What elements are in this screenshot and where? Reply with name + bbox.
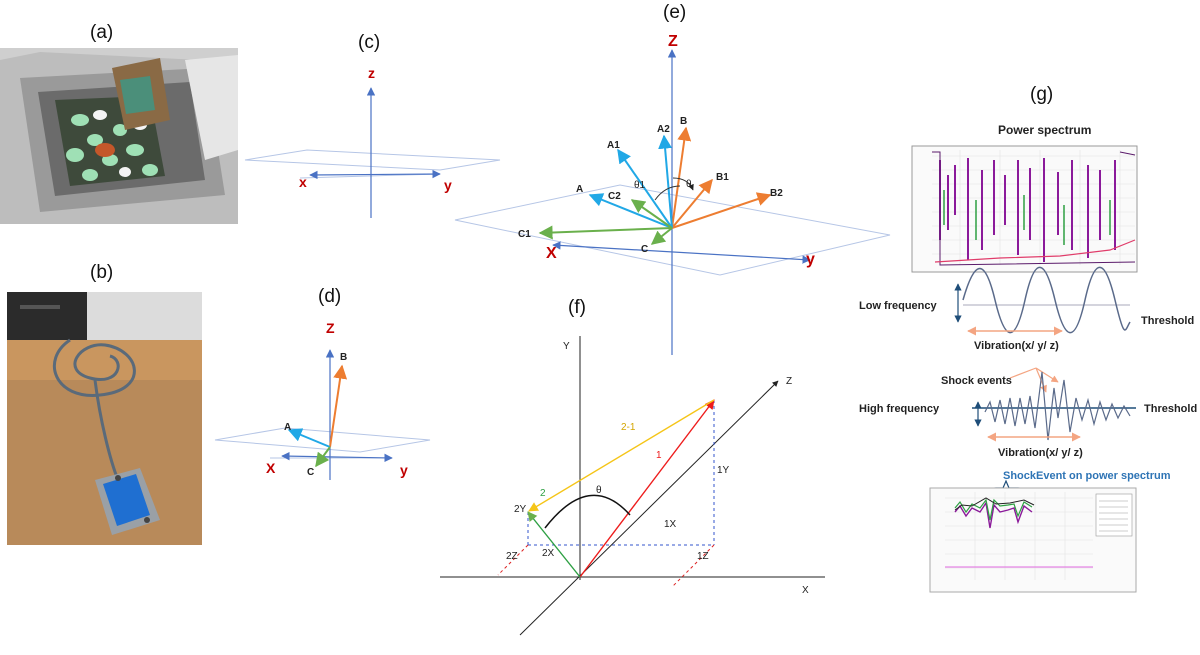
c-z-label: z <box>368 65 375 81</box>
e-theta-arc <box>672 177 694 191</box>
panel-d-axes <box>214 349 431 480</box>
e-vector-b <box>671 126 692 229</box>
g-low-frequency-label: Low frequency <box>859 300 938 312</box>
g-threshold-label-high: Threshold <box>1144 403 1197 415</box>
g-title: Power spectrum <box>998 123 1091 137</box>
f-2y-label: 2Y <box>514 504 527 515</box>
panel-f-axes <box>440 336 825 636</box>
e-c-label: C <box>641 244 648 255</box>
panel-d-label: (d) <box>318 286 341 307</box>
panel-c-axes <box>244 87 501 218</box>
f-2x-label: 2X <box>542 548 555 559</box>
g-shock-on-spectrum-label: ShockEvent on power spectrum <box>1003 470 1171 482</box>
e-theta1-label: θ1 <box>634 180 646 191</box>
g-power-spectrum-plot <box>911 145 1138 273</box>
d-c-label: C <box>307 467 314 478</box>
d-vector-b <box>329 364 348 448</box>
f-2-label: 2 <box>540 488 546 499</box>
g-shock-event-arrows <box>1009 367 1059 393</box>
e-theta1-arc <box>654 185 681 201</box>
f-x-label: X <box>802 585 809 596</box>
g-shock-spectrum-plot <box>929 487 1137 593</box>
e-vector-c <box>650 227 673 245</box>
g-shock-events-label: Shock events <box>941 375 1012 387</box>
e-vector-c1 <box>538 225 673 240</box>
e-c2-label: C2 <box>608 191 621 202</box>
panel-c-label: (c) <box>358 32 380 53</box>
f-z-axis <box>519 380 779 636</box>
e-c1-label: C1 <box>518 229 531 240</box>
d-z-label: Z <box>326 320 335 336</box>
f-1z-label: 1Z <box>697 551 709 562</box>
f-2z-label: 2Z <box>506 551 518 562</box>
g-high-frequency-wave <box>972 371 1136 442</box>
e-a2-label: A2 <box>657 124 670 135</box>
d-a-label: A <box>284 422 291 433</box>
panel-g-label: (g) <box>1030 84 1053 105</box>
panel-f-label: (f) <box>568 297 586 318</box>
c-y-label: y <box>444 177 452 193</box>
f-z-label: Z <box>786 376 792 387</box>
e-b-label: B <box>680 116 687 127</box>
e-z-label: Z <box>668 33 678 50</box>
d-y-label: y <box>400 462 408 478</box>
e-y-label: y <box>806 251 815 268</box>
g-vibration-label-high: Vibration(x/ y/ z) <box>998 447 1083 459</box>
f-vector-2-1 <box>528 399 715 512</box>
c-x-label: x <box>299 174 307 190</box>
d-vector-a <box>287 428 331 448</box>
e-a-label: A <box>576 184 583 195</box>
f-1y-label: 1Y <box>717 465 730 476</box>
photo-packaging-box <box>0 48 238 224</box>
g-threshold-label-low: Threshold <box>1141 315 1194 327</box>
panel-b-label: (b) <box>90 262 113 283</box>
e-b2-label: B2 <box>770 188 783 199</box>
d-vector-c <box>315 446 331 468</box>
f-1x-label: 1X <box>664 519 677 530</box>
e-b1-label: B1 <box>716 172 729 183</box>
panel-a-label: (a) <box>90 22 113 43</box>
e-vector-a2 <box>658 134 673 229</box>
e-vector-a1 <box>617 148 673 229</box>
g-high-frequency-label: High frequency <box>859 403 940 415</box>
e-a1-label: A1 <box>607 140 620 151</box>
f-vector-1 <box>579 399 715 578</box>
f-1-label: 1 <box>656 450 662 461</box>
e-vector-b1 <box>671 178 713 229</box>
f-vector-2 <box>527 511 581 578</box>
c-xy-axis <box>309 169 441 180</box>
d-x-label: X <box>266 460 276 476</box>
panel-e-axes <box>454 49 891 355</box>
panel-e-label: (e) <box>663 2 686 23</box>
f-theta-label: θ <box>596 485 602 496</box>
e-vector-c2 <box>630 199 673 229</box>
g-vibration-label-low: Vibration(x/ y/ z) <box>974 340 1059 352</box>
g-low-frequency-wave <box>954 266 1131 336</box>
e-vector-b2 <box>671 192 772 229</box>
e-theta-label: θ <box>686 179 692 190</box>
photo-vibration-sensor <box>7 292 202 545</box>
f-2-1-label: 2-1 <box>621 422 636 433</box>
e-x-label: X <box>546 245 557 262</box>
f-theta-arc <box>544 494 631 529</box>
d-b-label: B <box>340 352 347 363</box>
f-y-label: Y <box>563 341 570 352</box>
